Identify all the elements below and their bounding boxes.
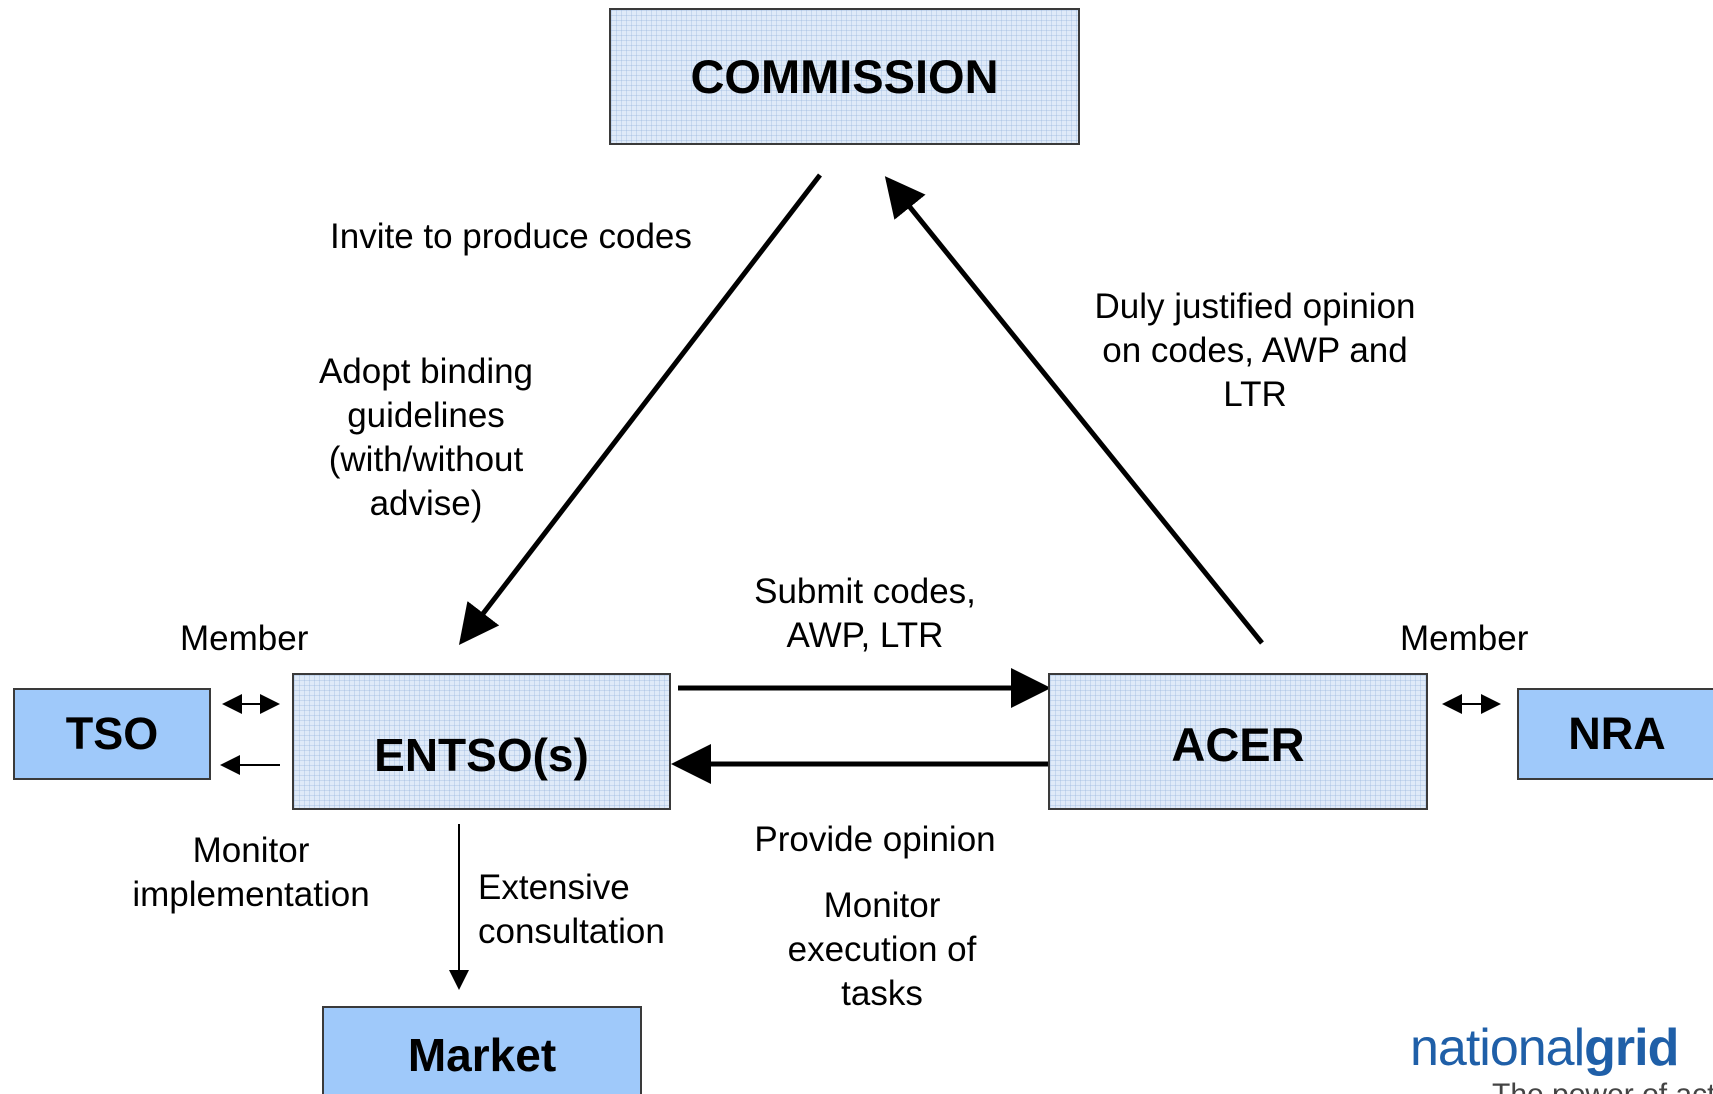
tso-box: TSO — [13, 688, 211, 780]
provide-label: Provide opinion — [754, 820, 996, 859]
acer-label: ACER — [1171, 718, 1305, 771]
adopt-label: Adopt binding guidelines (with/without a… — [318, 352, 534, 523]
entso-box: ENTSO(s) — [292, 673, 671, 810]
invite-label: Invite to produce codes — [330, 217, 692, 256]
member-left-label: Member — [180, 619, 309, 658]
duly-label: Duly justified opinion on codes, AWP and… — [1094, 287, 1416, 414]
commission-box: COMMISSION — [609, 8, 1080, 145]
market-box: Market — [322, 1006, 642, 1094]
monitor-implementation-label: Monitor implementation — [132, 831, 370, 914]
member-right-label: Member — [1400, 619, 1529, 658]
arrow-acer-to-commission — [884, 176, 1264, 645]
submit-label: Submit codes, AWP, LTR — [754, 572, 976, 655]
monitor-execution-label: Monitor execution of tasks — [787, 886, 977, 1013]
nra-box: NRA — [1517, 688, 1713, 780]
entso-label: ENTSO(s) — [374, 728, 589, 781]
nra-label: NRA — [1568, 708, 1666, 759]
arrow-commission-to-entso — [458, 173, 822, 645]
tso-label: TSO — [65, 708, 159, 759]
acer-box: ACER — [1048, 673, 1428, 810]
market-label: Market — [407, 1029, 557, 1081]
consultation-label: Extensive consultation — [478, 868, 665, 951]
nationalgrid-logo: nationalgrid — [1410, 1019, 1679, 1077]
logo-tagline: The power of action — [1492, 1080, 1713, 1094]
commission-label: COMMISSION — [690, 50, 999, 103]
